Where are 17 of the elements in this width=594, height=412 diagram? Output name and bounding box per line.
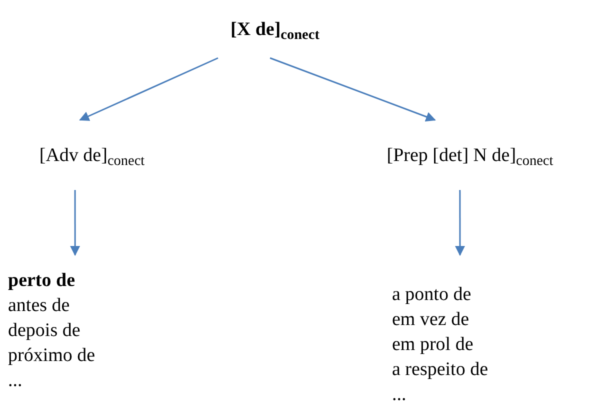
- arrow: [79, 57, 218, 121]
- list-item: perto de: [8, 269, 76, 293]
- list-item: em vez de: [392, 308, 470, 332]
- list-item: a ponto de: [392, 283, 472, 307]
- list-item: próximo de: [8, 344, 96, 368]
- construction-label: [Adv de]$_{conect}$: [39, 144, 145, 168]
- list-item: antes de: [8, 294, 70, 318]
- arrow: [455, 190, 465, 256]
- arrow: [70, 190, 80, 256]
- list-item: depois de: [8, 319, 80, 343]
- arrow: [270, 57, 436, 122]
- list-item: a respeito de: [392, 358, 488, 382]
- list-item: ...: [392, 383, 406, 407]
- construction-label: [Prep [det] N de]$_{conect}$: [386, 144, 554, 168]
- list-item: ...: [8, 369, 22, 393]
- list-item: em prol de: [392, 333, 474, 357]
- construction-label: [X de]$_{conect}$: [230, 18, 320, 42]
